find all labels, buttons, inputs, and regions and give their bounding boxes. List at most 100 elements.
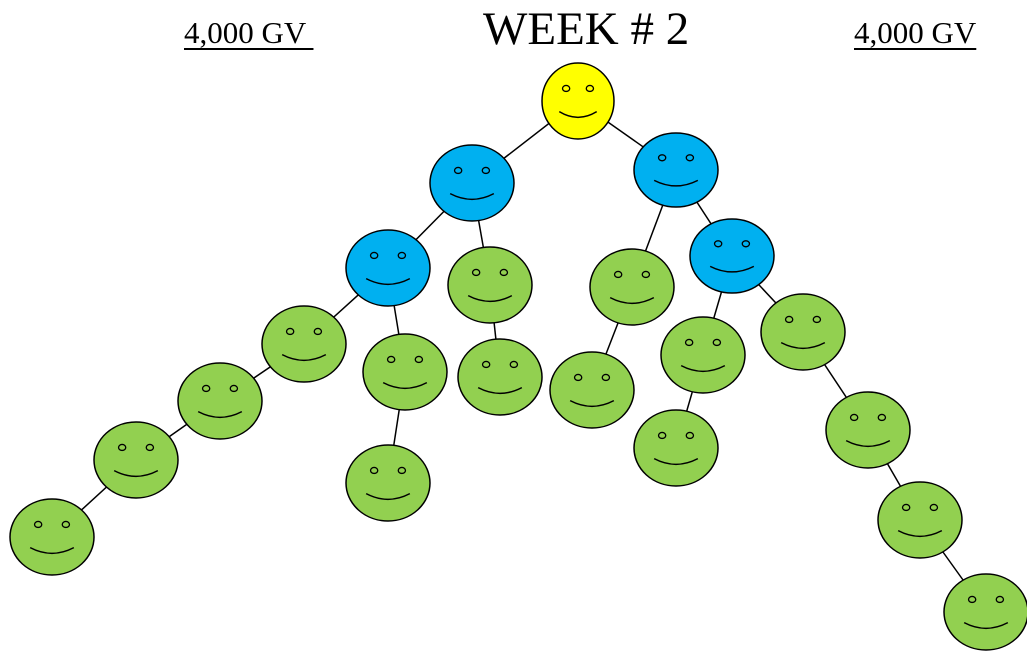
face-green-right-chain-2 xyxy=(825,391,911,469)
smiley-face-blue-left-2 xyxy=(345,229,431,307)
left-eye-icon xyxy=(369,466,379,475)
smiley-face-green-right-chain-1 xyxy=(760,293,846,371)
right-eye-icon xyxy=(929,503,939,512)
left-eye-icon xyxy=(613,270,623,279)
left-eye-icon xyxy=(386,355,396,364)
face-green-right-chain-1 xyxy=(760,293,846,371)
smile-mouth-icon xyxy=(609,296,655,305)
left-eye-icon xyxy=(561,84,571,93)
tree-nodes xyxy=(9,62,1027,651)
left-eye-icon xyxy=(117,443,127,452)
smiley-face-blue-left-1 xyxy=(429,144,515,222)
smile-mouth-icon xyxy=(963,621,1009,630)
face-blue-right-2 xyxy=(689,218,775,294)
smile-mouth-icon xyxy=(382,381,428,390)
smiley-face-green-mid-left-top xyxy=(447,246,533,324)
left-eye-icon xyxy=(967,595,977,604)
smile-mouth-icon xyxy=(477,386,523,395)
face-green-right-chain-4 xyxy=(943,573,1027,651)
smile-mouth-icon xyxy=(558,110,598,119)
smile-mouth-icon xyxy=(281,353,327,362)
left-eye-icon xyxy=(657,431,667,440)
right-eye-icon xyxy=(397,466,407,475)
smiley-face-green-right-inner-2 xyxy=(633,409,719,487)
right-eye-icon xyxy=(712,338,722,347)
smiley-face-green-left-chain-2 xyxy=(177,362,263,440)
right-eye-icon xyxy=(397,251,407,260)
right-eye-icon xyxy=(641,270,651,279)
smile-mouth-icon xyxy=(680,364,726,373)
face-green-mid-right-top xyxy=(589,248,675,326)
smile-mouth-icon xyxy=(845,439,891,448)
right-eye-icon xyxy=(685,431,695,440)
face-green-mid-left-top xyxy=(447,246,533,324)
left-eye-icon xyxy=(471,268,481,277)
smiley-face-green-left-chain-3 xyxy=(93,421,179,499)
face-root xyxy=(541,62,615,140)
face-blue-left-1 xyxy=(429,144,515,222)
left-eye-icon xyxy=(573,373,583,382)
right-eye-icon xyxy=(509,360,519,369)
face-green-left-chain-3 xyxy=(93,421,179,499)
face-blue-right-1 xyxy=(633,132,719,208)
right-eye-icon xyxy=(685,154,695,162)
smiley-face-root xyxy=(541,62,615,140)
left-eye-icon xyxy=(201,384,211,393)
smile-mouth-icon xyxy=(197,410,243,419)
smiley-face-green-mid-right-top xyxy=(589,248,675,326)
smile-mouth-icon xyxy=(709,265,755,273)
smile-mouth-icon xyxy=(113,469,159,478)
smiley-face-green-left-chain-1 xyxy=(261,305,347,383)
smiley-face-green-right-chain-3 xyxy=(877,481,963,559)
face-blue-left-2 xyxy=(345,229,431,307)
smiley-face-blue-right-1 xyxy=(633,132,719,208)
face-green-right-inner-2 xyxy=(633,409,719,487)
smile-mouth-icon xyxy=(653,457,699,466)
smiley-face-green-mid-left-bottom xyxy=(457,338,543,416)
right-eye-icon xyxy=(229,384,239,393)
gv-left-label: 4,000 GV xyxy=(184,15,314,50)
face-green-right-chain-3 xyxy=(877,481,963,559)
right-eye-icon xyxy=(741,240,751,248)
right-eye-icon xyxy=(313,327,323,336)
smiley-face-green-left-chain-4 xyxy=(9,498,95,576)
right-eye-icon xyxy=(812,315,822,324)
left-eye-icon xyxy=(453,166,463,175)
right-eye-icon xyxy=(601,373,611,382)
smile-mouth-icon xyxy=(365,492,411,501)
left-eye-icon xyxy=(285,327,295,336)
smiley-face-green-mid-right-bottom xyxy=(549,351,635,429)
smile-mouth-icon xyxy=(653,179,699,187)
left-eye-icon xyxy=(849,413,859,422)
right-eye-icon xyxy=(877,413,887,422)
face-green-left-chain-4 xyxy=(9,498,95,576)
smiley-face-blue-right-2 xyxy=(689,218,775,294)
smiley-face-green-center-1 xyxy=(362,333,448,411)
face-green-mid-right-bottom xyxy=(549,351,635,429)
left-eye-icon xyxy=(481,360,491,369)
right-eye-icon xyxy=(414,355,424,364)
left-eye-icon xyxy=(657,154,667,162)
left-eye-icon xyxy=(684,338,694,347)
right-eye-icon xyxy=(61,520,71,529)
left-eye-icon xyxy=(901,503,911,512)
right-eye-icon xyxy=(995,595,1005,604)
gv-right-label: 4,000 GV xyxy=(854,15,977,50)
smiley-face-green-center-2 xyxy=(345,444,431,522)
left-eye-icon xyxy=(713,240,723,248)
right-eye-icon xyxy=(499,268,509,277)
face-green-center-1 xyxy=(362,333,448,411)
face-green-mid-left-bottom xyxy=(457,338,543,416)
smiley-face-green-right-inner-1 xyxy=(660,316,746,394)
right-eye-icon xyxy=(145,443,155,452)
smiley-face-green-right-chain-2 xyxy=(825,391,911,469)
face-green-right-inner-1 xyxy=(660,316,746,394)
face-green-center-2 xyxy=(345,444,431,522)
left-eye-icon xyxy=(784,315,794,324)
right-eye-icon xyxy=(481,166,491,175)
face-green-left-chain-1 xyxy=(261,305,347,383)
smile-mouth-icon xyxy=(780,341,826,350)
face-green-left-chain-2 xyxy=(177,362,263,440)
left-eye-icon xyxy=(369,251,379,260)
